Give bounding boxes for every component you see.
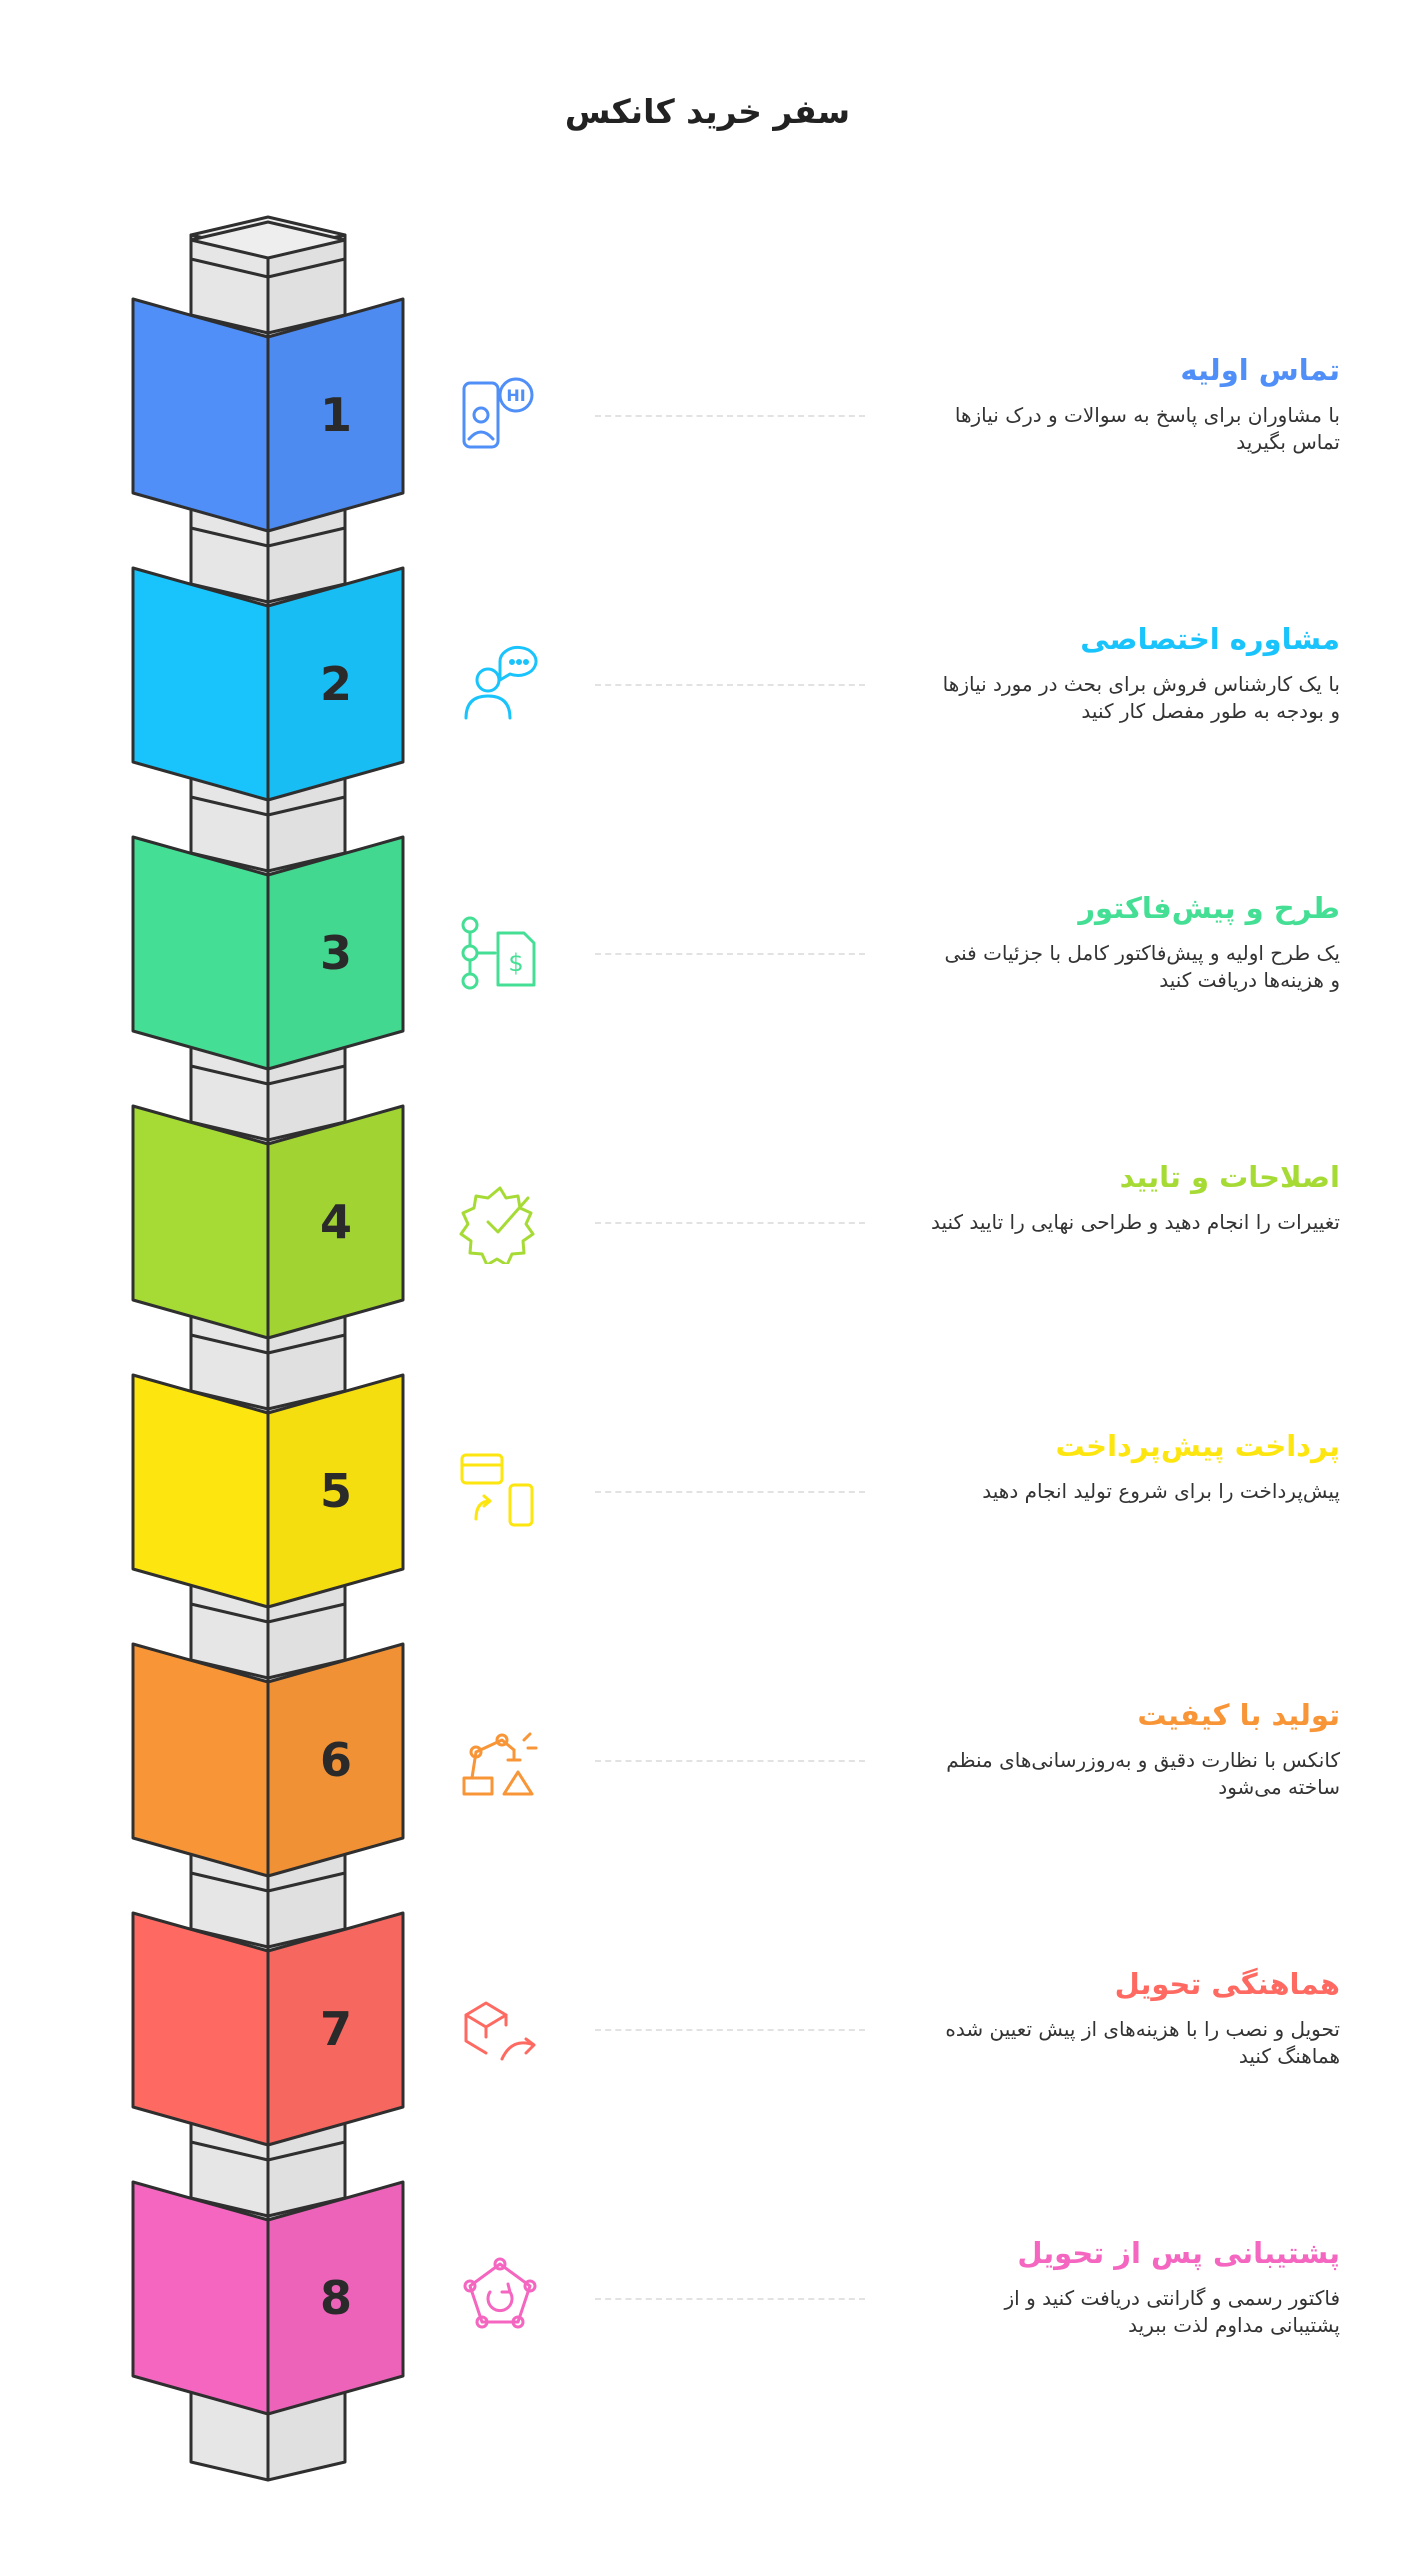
svg-text:HI: HI [506,386,525,405]
step-number: 2 [320,657,352,711]
connector-line [595,953,865,955]
step-title: مشاوره اختصاصی [1080,622,1340,656]
shaft-segment-right [266,2140,347,2218]
connector-line [595,415,865,417]
step-description: تغییرات را انجام دهید و طراحی نهایی را ت… [930,1209,1340,1234]
cube-left-face [131,835,270,1071]
connector-line [595,1491,865,1493]
shaft-segment-right [266,257,347,335]
step-8-text: پشتیبانی پس از تحویل فاکتور رسمی و گارانت… [930,2236,1341,2339]
connector-line [595,1760,865,1762]
shaft-segment-right [266,1602,347,1680]
cube-right-face [266,1911,405,2147]
shaft-segment-right [266,1064,347,1142]
step-description: کانکس با نظارت دقیق و به‌روزرسانی‌های من… [946,1747,1340,1799]
card-mobile-payment-icon [458,1449,542,1533]
step-description: با مشاوران برای پاسخ به سوالات و درک نیا… [954,402,1340,454]
cube-step-6: 6 [131,1602,405,1878]
cube-right-face [266,1373,405,1609]
cube-right-face [266,835,405,1071]
consultant-chat-icon [458,642,542,726]
cube-right-face [266,566,405,802]
cube-step-7: 7 [131,1871,405,2147]
shaft-segment-right [266,1333,347,1411]
step-number: 8 [320,2271,352,2325]
connector-line [595,2029,865,2031]
cube-left-face [131,1373,270,1609]
cube-step-3: 3 [131,795,405,1071]
shaft-segment-right [266,1871,347,1949]
cube-right-face [266,1642,405,1878]
cube-right-face [266,297,405,533]
step-title: اصلاحات و تایید [1119,1160,1340,1194]
connector-line [595,2298,865,2300]
cube-left-face [131,1104,270,1340]
step-number: 6 [320,1733,352,1787]
step-5-text: پرداخت پیش‌پرداخت پیش‌پرداخت را برای شروع… [930,1429,1340,1505]
step-number: 4 [320,1195,352,1249]
phone-chat-icon: HI [458,373,542,457]
step-number: 1 [320,388,352,442]
cube-step-4: 4 [131,1064,405,1340]
step-4-text: اصلاحات و تایید تغییرات را انجام دهید و ط… [930,1160,1340,1236]
step-description: پیش‌پرداخت را برای شروع تولید انجام دهید [982,1478,1340,1503]
cube-left-face [131,297,270,533]
step-2-text: مشاوره اختصاصی با یک کارشناس فروش برای بح… [930,622,1340,725]
invoice-flow-icon: $ [458,911,542,995]
cube-left-face [131,566,270,802]
step-title: هماهنگی تحویل [1114,1967,1340,2001]
cube-step-1: 1 [131,257,405,533]
step-title: پرداخت پیش‌پرداخت [1055,1429,1340,1463]
step-title: تولید با کیفیت [1137,1698,1340,1732]
connector-line [595,1222,865,1224]
step-description: با یک کارشناس فروش برای بحث در مورد نیاز… [942,671,1340,723]
robot-arm-icon [458,1718,542,1802]
svg-text:$: $ [508,949,523,977]
step-7-text: هماهنگی تحویل تحویل و نصب را با هزینه‌های… [930,1967,1340,2070]
cube-left-face [131,2180,270,2416]
cube-right-face [266,1104,405,1340]
cube-step-2: 2 [131,526,405,802]
step-3-text: طرح و پیش‌فاکتور یک طرح اولیه و پیش‌فاکتو… [930,891,1340,994]
step-description: یک طرح اولیه و پیش‌فاکتور کامل با جزئیات… [944,940,1340,992]
step-description: تحویل و نصب را با هزینه‌های از پیش تعیین… [945,2016,1340,2068]
step-number: 3 [320,926,352,980]
step-title: پشتیبانی پس از تحویل [1017,2236,1340,2270]
step-title: تماس اولیه [1180,353,1340,387]
cube-left-face [131,1911,270,2147]
shaft-segment-right [266,795,347,873]
cube-step-8: 8 [131,2140,405,2416]
gear-check-icon [458,1180,542,1267]
step-1-text: تماس اولیه با مشاوران برای پاسخ به سوالات… [930,353,1340,456]
step-title: طرح و پیش‌فاکتور [1078,891,1340,925]
support-cycle-icon [458,2256,542,2340]
cube-right-face [266,2180,405,2416]
connector-line [595,684,865,686]
step-number: 5 [320,1464,352,1518]
page-title: سفر خرید کانکس [564,92,851,131]
shaft-segment-right [266,526,347,604]
cube-step-5: 5 [131,1333,405,1609]
package-forward-icon [458,1987,542,2071]
step-number: 7 [320,2002,352,2056]
cube-left-face [131,1642,270,1878]
step-6-text: تولید با کیفیت کانکس با نظارت دقیق و به‌ر… [930,1698,1340,1801]
shaft-cap [189,220,347,260]
tower-cubes: 1 2 3 4 5 6 7 8 [131,220,405,2416]
step-description: فاکتور رسمی و گارانتی دریافت کنید و از پ… [1004,2285,1341,2337]
